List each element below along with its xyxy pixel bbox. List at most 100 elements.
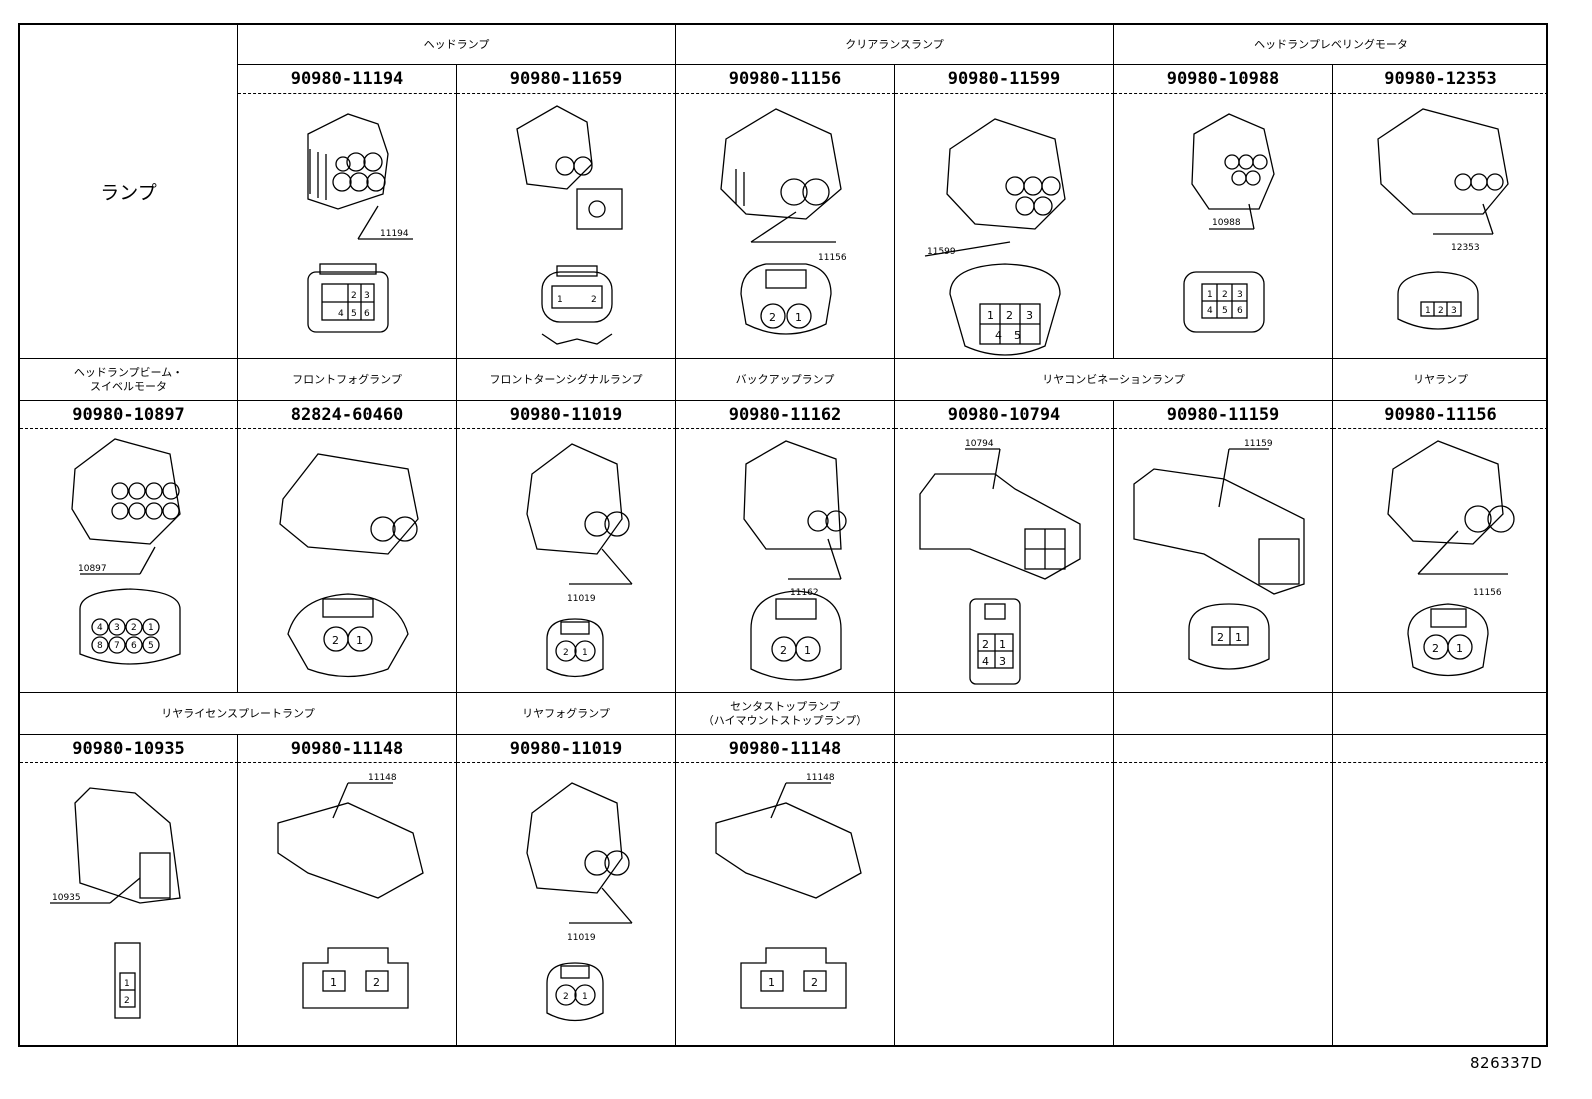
callout-label: 11148 xyxy=(806,773,835,783)
part-header-label: リヤランプ xyxy=(1413,372,1468,386)
pin-label: 1 xyxy=(1235,631,1242,644)
part-number: 82824-60460 xyxy=(238,401,457,429)
connector-drawing: 2 1 xyxy=(238,429,457,693)
part-number-text: 90980-10794 xyxy=(947,404,1061,425)
part-number-text: 90980-11019 xyxy=(509,404,623,425)
callout-label: 11159 xyxy=(1244,439,1273,449)
pin-label: 2 xyxy=(563,648,569,658)
part-number: 90980-11148 xyxy=(238,735,457,763)
pin-label: 4 xyxy=(338,309,344,319)
empty-header xyxy=(895,693,1114,735)
empty-cell xyxy=(1333,763,1548,1047)
part-header: リヤフォグランプ xyxy=(457,693,676,735)
pin-label: 1 xyxy=(768,976,775,989)
pin-label: 1 xyxy=(557,295,563,305)
connector-table: ランプ ヘッドランプ クリアランスランプ ヘッドランプレベリングモータ 9098… xyxy=(18,23,1548,1047)
connector-illustration: 2 1 xyxy=(278,452,419,677)
part-header: センタストップランプ （ハイマウントストップランプ） xyxy=(676,693,895,735)
pin-label: 4 xyxy=(982,655,989,668)
part-number-text: 90980-10897 xyxy=(72,404,185,425)
callout-label: 10935 xyxy=(52,893,81,903)
empty-part-number xyxy=(895,735,1114,763)
pin-label: 2 xyxy=(591,295,597,305)
pin-label: 5 xyxy=(148,641,154,651)
empty-header xyxy=(1114,693,1333,735)
part-header-label: リヤコンビネーションランプ xyxy=(1042,372,1185,386)
part-number: 90980-11162 xyxy=(676,401,895,429)
pin-label: 4 xyxy=(97,623,103,633)
part-number: 90980-11156 xyxy=(1333,401,1548,429)
connector-illustration: 11019 2 1 xyxy=(525,442,632,677)
part-header: リヤコンビネーションランプ xyxy=(895,359,1333,401)
pin-label: 2 xyxy=(769,311,776,324)
callout-label: 11148 xyxy=(368,773,397,783)
pin-label: 1 xyxy=(124,979,130,989)
part-header: フロントターンシグナルランプ xyxy=(457,359,676,401)
connector-illustration: 11156 2 1 xyxy=(1387,439,1515,676)
group-header-label: ヘッドランプ xyxy=(423,37,490,51)
connector-drawing: 11019 2 1 xyxy=(457,763,676,1047)
part-number-text: 90980-11148 xyxy=(290,738,404,759)
pin-label: 1 xyxy=(804,644,811,657)
part-number-text: 90980-10988 xyxy=(1166,69,1280,89)
part-header: バックアップランプ xyxy=(676,359,895,401)
connector-drawing: 11159 2 1 xyxy=(1114,429,1333,693)
pin-label: 1 xyxy=(582,648,588,658)
pin-label: 1 xyxy=(999,638,1006,651)
part-number: 90980-10935 xyxy=(20,735,238,763)
callout-label: 10897 xyxy=(78,564,107,574)
pin-label: 4 xyxy=(995,329,1002,342)
part-header-label: バックアップランプ xyxy=(735,372,835,386)
pin-label: 4 xyxy=(1207,306,1213,316)
connector-drawing: 12353 1 2 3 xyxy=(1333,94,1548,359)
connector-drawing: 11156 2 1 xyxy=(1333,429,1548,693)
pin-label: 2 xyxy=(1006,309,1013,322)
pin-label: 1 xyxy=(356,634,363,647)
part-number-text: 90980-11156 xyxy=(728,69,842,89)
part-number: 90980-10897 xyxy=(20,401,238,429)
pin-label: 1 xyxy=(1207,290,1213,300)
part-header: フロントフォグランプ xyxy=(238,359,457,401)
part-number-text: 90980-11659 xyxy=(509,69,623,89)
pin-label: 2 xyxy=(1438,306,1444,316)
pin-label: 2 xyxy=(982,638,989,651)
pin-label: 3 xyxy=(364,291,370,301)
group-header-label: クリアランスランプ xyxy=(845,37,944,51)
part-header-label: センタストップランプ （ハイマウントストップランプ） xyxy=(702,699,868,727)
connector-drawing: 10988 1 2 3 4 5 6 xyxy=(1114,94,1333,359)
connector-drawing: 11019 2 1 xyxy=(457,429,676,693)
callout-label: 12353 xyxy=(1451,243,1480,253)
connector-drawing: 11156 2 1 xyxy=(676,94,895,359)
connector-illustration: 10935 1 2 xyxy=(49,787,181,1019)
part-number-text: 90980-11159 xyxy=(1166,404,1280,425)
pin-label: 2 xyxy=(1222,290,1228,300)
connector-drawing: 10897 4 3 2 1 8 7 6 5 xyxy=(20,429,238,693)
pin-label: 1 xyxy=(1456,642,1463,655)
pin-label: 2 xyxy=(131,623,137,633)
connector-illustration: 11156 2 1 xyxy=(719,107,846,335)
pin-label: 2 xyxy=(563,992,569,1002)
part-number: 90980-10794 xyxy=(895,401,1114,429)
callout-label: 11019 xyxy=(567,594,596,604)
part-number-text: 90980-11599 xyxy=(947,69,1061,89)
pin-label: 6 xyxy=(364,309,370,319)
pin-label: 2 xyxy=(332,634,339,647)
part-number: 90980-11148 xyxy=(676,735,895,763)
connector-illustration: 11194 2 3 4 5 6 xyxy=(306,112,413,333)
pin-label: 5 xyxy=(1014,329,1021,342)
connector-illustration: 11019 2 1 xyxy=(525,782,632,1022)
empty-part-number xyxy=(1333,735,1548,763)
pin-label: 1 xyxy=(1425,306,1431,316)
pin-label: 5 xyxy=(1222,306,1228,316)
pin-label: 1 xyxy=(987,309,994,322)
pin-label: 1 xyxy=(148,623,154,633)
pin-label: 2 xyxy=(373,976,380,989)
connector-drawing: 11162 2 1 xyxy=(676,429,895,693)
pin-label: 1 xyxy=(330,976,337,989)
connector-illustration: 11148 1 2 xyxy=(714,773,862,1009)
connector-illustration: 11159 2 1 xyxy=(1132,439,1305,670)
pin-label: 2 xyxy=(124,996,130,1006)
part-number-text: 90980-12353 xyxy=(1384,69,1497,89)
connector-drawing: 11148 1 2 xyxy=(238,763,457,1047)
connector-illustration: 10794 2 1 4 3 xyxy=(918,439,1081,685)
